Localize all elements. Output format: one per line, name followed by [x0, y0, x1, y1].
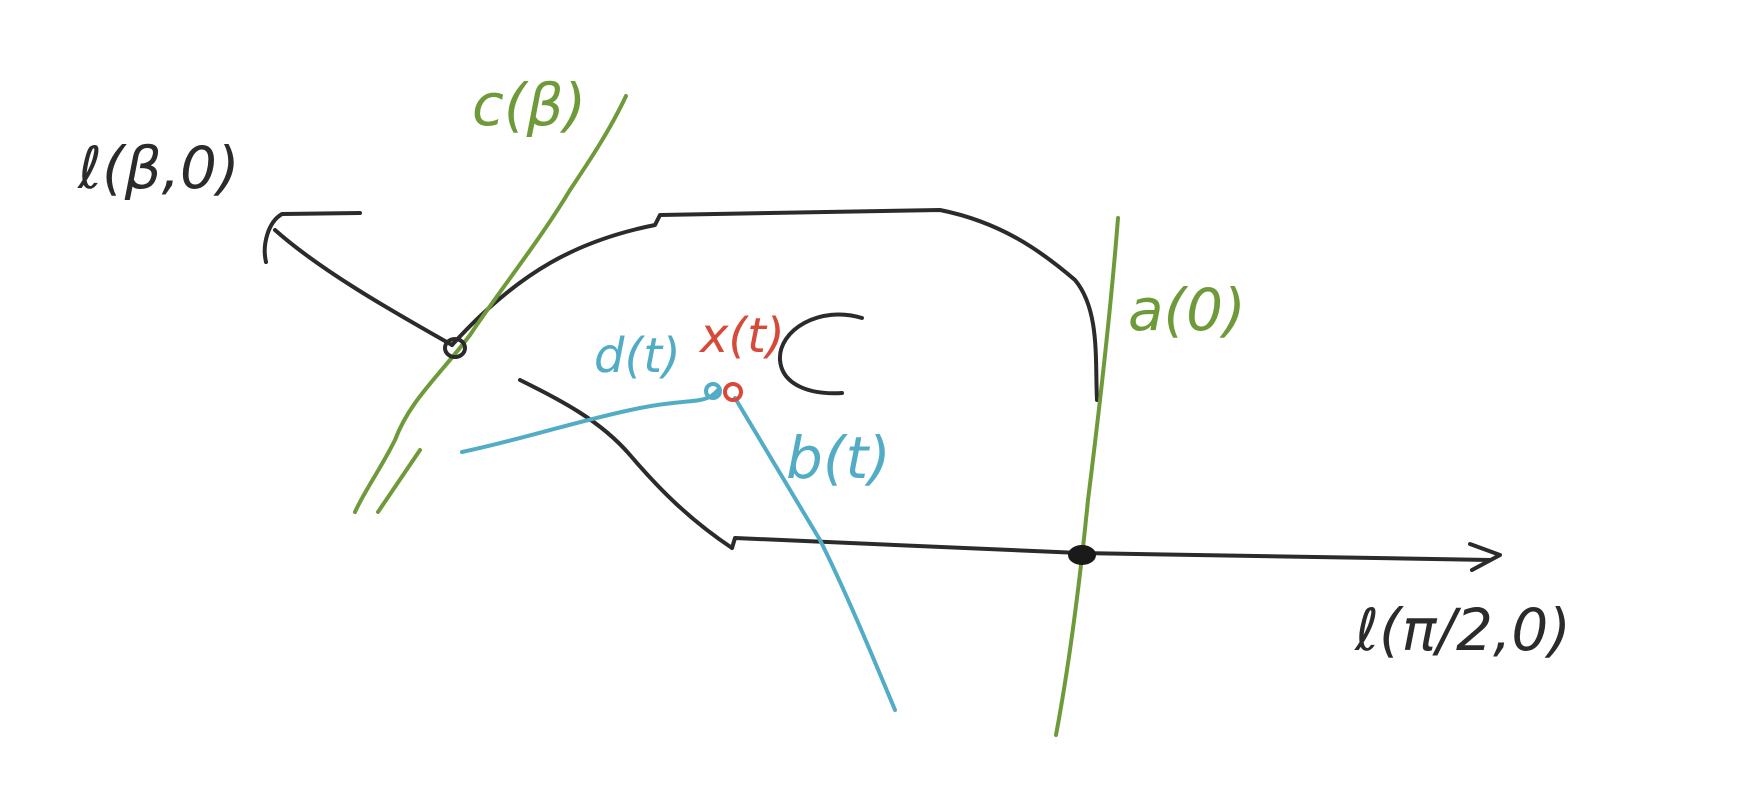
curve-a-zero: [1054, 216, 1120, 737]
region-boundary: [450, 208, 1099, 550]
ray-pi2-line: [730, 536, 1492, 562]
label-curve-b: b(t): [786, 424, 891, 492]
curve-b-t: [733, 396, 897, 712]
label-ray-pi2: ℓ(π/2,0): [1354, 596, 1571, 664]
label-point-x: x(t): [698, 308, 785, 364]
ray-beta-arrowhead: [262, 211, 362, 264]
intersection-point-right: [1068, 545, 1096, 565]
label-curve-c: c(β): [472, 71, 586, 139]
curve-c-beta: [353, 94, 628, 514]
point-x-t: [723, 382, 743, 402]
region-c-mark: [777, 312, 864, 396]
curve-d-t: [460, 388, 720, 454]
label-ray-beta: ℓ(β,0): [77, 134, 240, 202]
curve-d-endpoint: [704, 382, 722, 400]
intersection-point-left: [443, 337, 467, 359]
ray-beta-line: [273, 228, 454, 347]
curve-c-beta-tick: [376, 448, 422, 514]
label-curve-d: d(t): [594, 328, 681, 384]
label-curve-a: a(0): [1128, 276, 1246, 344]
ray-pi2-arrowhead: [1468, 542, 1502, 572]
